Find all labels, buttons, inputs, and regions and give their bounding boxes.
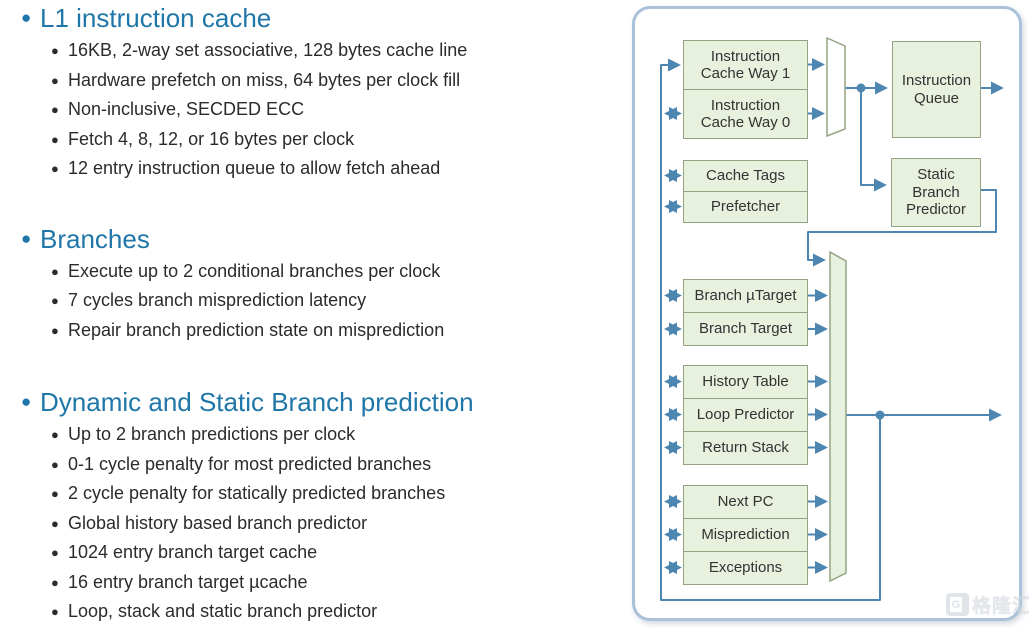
bullet-text: Global history based branch predictor bbox=[68, 512, 368, 533]
bullet-item: ● 16 entry branch target µcache bbox=[14, 568, 632, 598]
gelonghui-watermark: G 格隆汇 bbox=[946, 591, 1029, 618]
front-end-block-diagram: Instruction Cache Way 1 Instruction Cach… bbox=[632, 6, 1022, 621]
box-return-stack: Return Stack bbox=[683, 431, 808, 465]
way-mux-shape bbox=[826, 36, 846, 138]
bullet-dot-icon: ● bbox=[51, 456, 59, 472]
bullet-text: Execute up to 2 conditional branches per… bbox=[68, 260, 441, 281]
section-branches: ● Branches ● Execute up to 2 conditional … bbox=[14, 224, 632, 346]
bullet-dot-icon: ● bbox=[51, 43, 59, 58]
bullet-text: Repair branch prediction state on mispre… bbox=[68, 319, 445, 340]
bullet-item: ● Non-inclusive, SECDED ECC bbox=[14, 95, 632, 125]
heading-bullet-icon: ● bbox=[21, 392, 32, 411]
section-heading: Dynamic and Static Branch prediction bbox=[40, 387, 474, 417]
heading-bullet-icon: ● bbox=[21, 8, 32, 27]
bullet-item: ● Hardware prefetch on miss, 64 bytes per… bbox=[14, 66, 632, 96]
box-branch-utarget: Branch µTarget bbox=[683, 279, 808, 313]
bullet-dot-icon: ● bbox=[51, 102, 59, 117]
box-misprediction: Misprediction bbox=[683, 518, 808, 552]
bullet-text: Loop, stack and static branch predictor bbox=[68, 601, 378, 621]
bullet-text: 0-1 cycle penalty for most predicted bra… bbox=[68, 453, 432, 474]
predict-junction-dot bbox=[875, 410, 885, 420]
feedback-bus-line bbox=[660, 58, 881, 601]
section-branch-prediction: ● Dynamic and Static Branch prediction ●… bbox=[14, 387, 632, 627]
bullet-dot-icon: ● bbox=[51, 161, 59, 176]
section-heading: L1 instruction cache bbox=[40, 3, 272, 33]
section-heading-row: ● Branches bbox=[14, 224, 632, 254]
bullet-item: ● 2 cycle penalty for statically predicte… bbox=[14, 479, 632, 509]
box-exceptions: Exceptions bbox=[683, 551, 808, 585]
bullet-list: ● Up to 2 branch predictions per clock ● 0… bbox=[14, 420, 632, 627]
box-branch-target: Branch Target bbox=[683, 312, 808, 346]
bullet-dot-icon: ● bbox=[51, 131, 59, 147]
bullet-text: Fetch 4, 8, 12, or 16 bytes per clock bbox=[68, 128, 355, 149]
bullet-item: ● Global history based branch predictor bbox=[14, 509, 632, 539]
bullet-text: 16 entry branch target µcache bbox=[68, 571, 308, 592]
box-instruction-queue: Instruction Queue bbox=[892, 41, 981, 138]
box-instruction-cache-way-0: Instruction Cache Way 0 bbox=[683, 89, 808, 139]
bullet-text: 16KB, 2-way set associative, 128 bytes c… bbox=[68, 40, 468, 60]
heading-bullet-icon: ● bbox=[21, 228, 32, 248]
bullet-text: 1024 entry branch target cache bbox=[68, 542, 318, 562]
bullet-dot-icon: ● bbox=[51, 72, 59, 88]
junction-to-sbp-line bbox=[860, 92, 887, 192]
bullet-list: ● 16KB, 2-way set associative, 128 bytes … bbox=[14, 36, 632, 184]
box-next-pc: Next PC bbox=[683, 485, 808, 519]
fetch-junction-dot bbox=[856, 83, 866, 93]
bullet-list: ● Execute up to 2 conditional branches pe… bbox=[14, 257, 632, 346]
bullet-item: ● 7 cycles branch misprediction latency bbox=[14, 286, 632, 316]
bullet-dot-icon: ● bbox=[51, 293, 59, 308]
box-history-table: History Table bbox=[683, 365, 808, 399]
bullet-dot-icon: ● bbox=[51, 427, 59, 442]
bullet-text: Up to 2 branch predictions per clock bbox=[68, 424, 356, 444]
bullet-dot-icon: ● bbox=[51, 604, 59, 619]
bullet-dot-icon: ● bbox=[51, 322, 59, 338]
bullet-dot-icon: ● bbox=[51, 515, 59, 531]
bullet-item: ● Repair branch prediction state on mispr… bbox=[14, 316, 632, 346]
bullet-item: ● 1024 entry branch target cache bbox=[14, 538, 632, 568]
prediction-mux-shape bbox=[829, 250, 847, 583]
section-heading-row: ● Dynamic and Static Branch prediction bbox=[14, 387, 632, 417]
slide-text-column: ● L1 instruction cache ● 16KB, 2-way set … bbox=[14, 0, 632, 627]
section-heading-row: ● L1 instruction cache bbox=[14, 3, 632, 33]
bullet-item: ● Up to 2 branch predictions per clock bbox=[14, 420, 632, 450]
box-prefetcher: Prefetcher bbox=[683, 191, 808, 223]
bullet-dot-icon: ● bbox=[51, 574, 59, 590]
box-instruction-cache-way-1: Instruction Cache Way 1 bbox=[683, 40, 808, 90]
bullet-text: Non-inclusive, SECDED ECC bbox=[68, 99, 305, 119]
bullet-item: ● Loop, stack and static branch predictor bbox=[14, 597, 632, 627]
box-cache-tags: Cache Tags bbox=[683, 160, 808, 192]
bullet-item: ● Execute up to 2 conditional branches pe… bbox=[14, 257, 632, 287]
bullet-dot-icon: ● bbox=[51, 545, 59, 560]
bullet-dot-icon: ● bbox=[51, 263, 59, 279]
bullet-dot-icon: ● bbox=[51, 486, 59, 501]
bullet-item: ● Fetch 4, 8, 12, or 16 bytes per clock bbox=[14, 125, 632, 155]
bullet-item: ● 12 entry instruction queue to allow fet… bbox=[14, 154, 632, 184]
section-l1-instruction-cache: ● L1 instruction cache ● 16KB, 2-way set … bbox=[14, 3, 632, 184]
sbp-loopback-line bbox=[807, 189, 997, 267]
section-heading: Branches bbox=[40, 223, 150, 254]
bullet-text: 12 entry instruction queue to allow fetc… bbox=[68, 158, 441, 178]
bullet-text: 2 cycle penalty for statically predicted… bbox=[68, 483, 446, 503]
box-loop-predictor: Loop Predictor bbox=[683, 398, 808, 432]
watermark-text: 格隆汇 bbox=[972, 596, 1029, 617]
bullet-item: ● 16KB, 2-way set associative, 128 bytes … bbox=[14, 36, 632, 66]
bullet-text: Hardware prefetch on miss, 64 bytes per … bbox=[68, 69, 461, 90]
bullet-text: 7 cycles branch misprediction latency bbox=[68, 290, 367, 310]
gelonghui-logo-icon: G bbox=[946, 593, 969, 616]
diagram-wires-layer bbox=[660, 36, 1004, 601]
bullet-item: ● 0-1 cycle penalty for most predicted br… bbox=[14, 450, 632, 480]
box-static-branch-predictor: Static Branch Predictor bbox=[891, 158, 981, 227]
